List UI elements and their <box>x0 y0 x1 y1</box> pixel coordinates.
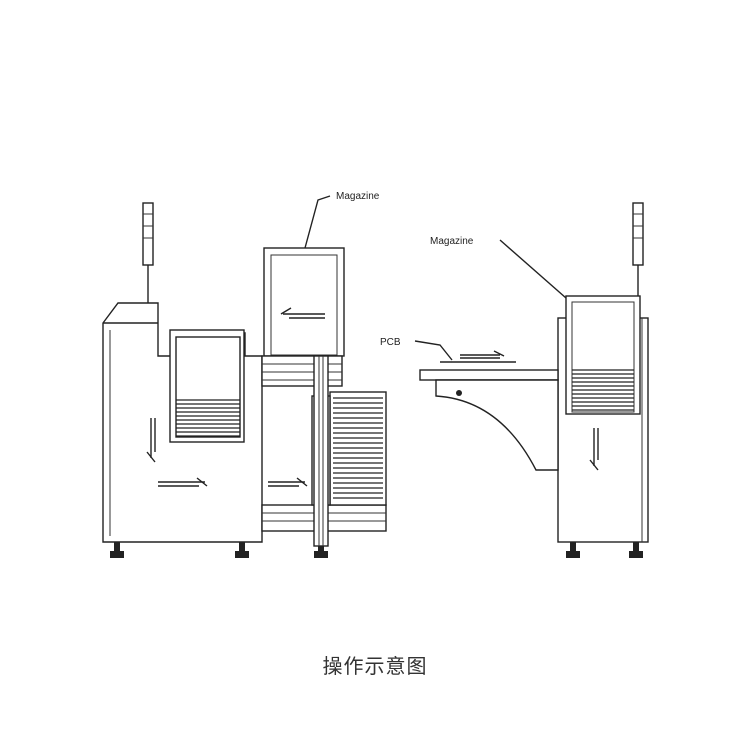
magazine-left-label: Magazine <box>336 191 380 202</box>
magazine-right-label: Magazine <box>430 236 474 247</box>
pcb-conveyor <box>414 340 559 471</box>
left-feet <box>110 542 249 558</box>
pcb-leader <box>414 340 453 361</box>
lift-column <box>313 355 329 558</box>
right-magazine <box>565 295 641 415</box>
left-right-arrow <box>158 477 208 487</box>
pcb-label: PCB <box>380 337 401 348</box>
right-signal-tower <box>632 202 644 296</box>
magazine-left-leader <box>304 195 331 249</box>
middle-rack <box>261 195 387 558</box>
left-signal-tower <box>142 202 154 303</box>
right-down-arrow <box>589 428 599 471</box>
middle-right-arrow <box>268 477 308 487</box>
top-magazine <box>263 247 345 357</box>
right-feet <box>566 542 643 558</box>
magazine-right-leader <box>499 239 567 299</box>
left-machine <box>102 202 263 558</box>
left-magazine-slot <box>169 329 245 443</box>
left-down-arrow <box>146 418 156 463</box>
right-machine <box>499 202 649 558</box>
conveyor-bracket <box>435 379 559 471</box>
diagram-caption: 操作示意图 <box>322 654 428 678</box>
top-magazine-arrow <box>280 307 325 319</box>
